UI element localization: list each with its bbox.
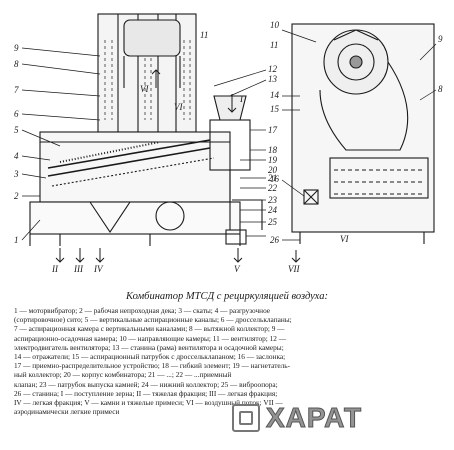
- label-11-right: 11: [270, 40, 278, 50]
- flow-III: III: [73, 264, 84, 274]
- leader-lines: [21, 29, 437, 241]
- label-2: 2: [14, 191, 19, 201]
- label-1: 1: [14, 235, 19, 245]
- label-22: 22: [268, 183, 278, 193]
- label-6: 6: [14, 109, 19, 119]
- label-3: 3: [13, 169, 19, 179]
- label-16: 16: [270, 174, 280, 184]
- callout-labels: 9 8 7 6 5 4 3 2 1 12 13 I 17 18 19 20 21…: [13, 20, 443, 274]
- label-12: 12: [268, 64, 278, 74]
- label-20: 20: [268, 165, 278, 175]
- legend-line: (сортировочное) сито; 5 — вертикальные а…: [14, 315, 292, 325]
- label-19: 19: [268, 155, 278, 165]
- flow-arrows: [55, 69, 301, 263]
- watermark-icon: [232, 404, 260, 432]
- legend-line: 26 — станина; I — поступление зерна; II …: [14, 388, 278, 398]
- label-I: I: [239, 94, 244, 104]
- legend-line: аэродинамически легкие примеси: [14, 407, 120, 417]
- flow-IV: IV: [93, 264, 104, 274]
- label-5: 5: [14, 125, 19, 135]
- label-8: 8: [14, 59, 19, 69]
- flow-V: V: [234, 264, 241, 274]
- flow-VII: VII: [288, 264, 300, 274]
- label-26: 26: [270, 235, 280, 245]
- flow-VI-c: VI: [174, 102, 183, 112]
- flow-VI-b: VI: [340, 234, 349, 244]
- legend-line: 17 — приемно-распределительное устройств…: [14, 361, 291, 371]
- label-17: 17: [268, 125, 278, 135]
- label-23: 23: [268, 195, 278, 205]
- label-21: 21: [268, 173, 277, 183]
- flow-II: II: [51, 264, 59, 274]
- legend-line: аспирационно-осадочная камера; 10 — напр…: [14, 333, 287, 343]
- flow-VI-a: VI: [140, 84, 149, 94]
- label-18: 18: [268, 145, 278, 155]
- label-15: 15: [270, 104, 280, 114]
- label-25: 25: [268, 217, 278, 227]
- label-9: 9: [14, 43, 19, 53]
- legend-line: электродвигатель вентилятора; 13 — стани…: [14, 342, 284, 352]
- label-7: 7: [14, 85, 19, 95]
- label-24: 24: [268, 205, 278, 215]
- legend-line: IV — легкая фракция; V — камни и тяжелые…: [14, 398, 283, 408]
- fan-settling-chamber: [291, 23, 435, 244]
- legend-line: 7 — аспирационная камера с вертикальными…: [14, 324, 285, 334]
- figure-caption: Комбинатор МТСД с рециркуляцией воздуха:: [126, 291, 328, 302]
- label-11-left: 11: [200, 30, 208, 40]
- figure-legend: 1 — моторвибратор; 2 — рабочая непроходн…: [14, 306, 446, 416]
- aspiration-channels: [97, 13, 197, 133]
- combinator-diagram: 9 8 7 6 5 4 3 2 1 12 13 I 17 18 19 20 21…: [13, 13, 443, 274]
- receiving-device: [209, 95, 263, 245]
- label-4: 4: [14, 151, 19, 161]
- label-13: 13: [268, 74, 278, 84]
- legend-line: клапан; 23 — патрубок выпуска камней; 24…: [14, 379, 278, 389]
- combinator-body: [29, 131, 241, 246]
- legend-line: 1 — моторвибратор; 2 — рабочая непроходн…: [14, 306, 271, 315]
- watermark-logo: ХАРАТ: [232, 398, 452, 438]
- legend-line: 14 — отражатели; 15 — аспирационный патр…: [14, 352, 286, 362]
- watermark-text: ХАРАТ: [265, 402, 363, 434]
- label-14: 14: [270, 90, 280, 100]
- label-10: 10: [270, 20, 280, 30]
- label-8-right: 8: [438, 84, 443, 94]
- legend-line: ный коллектор; 20 — корпус комбинатора; …: [14, 370, 232, 380]
- label-9-right: 9: [438, 34, 443, 44]
